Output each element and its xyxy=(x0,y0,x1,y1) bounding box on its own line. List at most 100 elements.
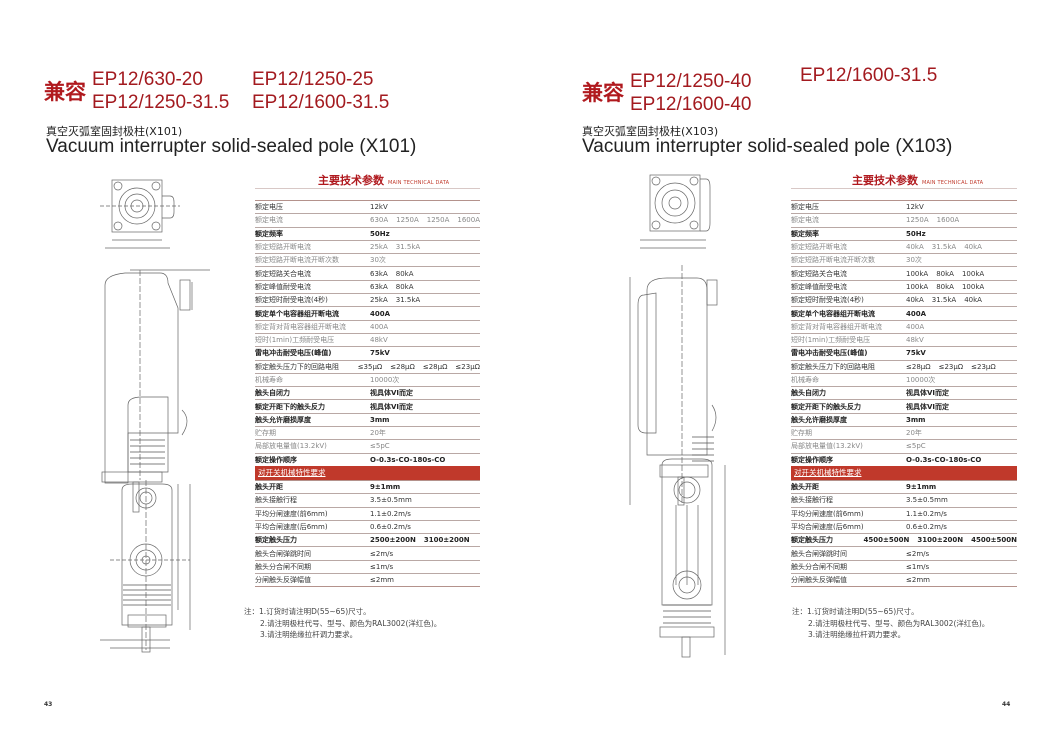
table-row: 触头自闭力视具体VI而定 xyxy=(255,386,480,399)
param-values: ≤28μΩ≤23μΩ≤23μΩ xyxy=(906,363,996,371)
param-value: 40kA xyxy=(906,296,924,305)
param-name: 贮存期 xyxy=(255,429,276,438)
spec-heading-en: MAIN TECHNICAL DATA xyxy=(922,180,984,186)
param-name: 平均分闸速度(前6mm) xyxy=(255,509,328,518)
note-line: 3.请注明绝缘拉杆调力要求。 xyxy=(260,630,358,639)
table-row: 贮存期 20年 xyxy=(255,426,480,439)
param-name: 额定触头压力下的回路电阻 xyxy=(791,362,875,371)
model-list: EP12/1250-40 EP12/1600-31.5 EP12/1600-40 xyxy=(630,65,937,116)
param-values: 视具体VI而定 xyxy=(906,388,949,398)
param-name: 额定频率 xyxy=(791,229,819,238)
param-values: 400A xyxy=(906,323,924,331)
param-value: 40kA xyxy=(964,296,982,305)
param-values: ≤35μΩ≤28μΩ≤28μΩ≤23μΩ xyxy=(358,363,480,371)
section-header: 对开关机械特性要求 xyxy=(255,465,480,480)
param-value: 0.6±0.2m/s xyxy=(370,522,411,531)
param-name: 额定短路开断电流 xyxy=(791,243,847,252)
param-name: 触头合闸弹跳时间 xyxy=(255,549,311,558)
param-value: 1250A xyxy=(906,216,929,225)
param-values: 视具体VI而定 xyxy=(370,402,413,412)
table-row: 分闸触头反弹幅值≤2mm xyxy=(791,573,1017,586)
param-value: 25kA xyxy=(370,243,388,252)
param-value: 4500±500N xyxy=(971,536,1017,545)
note-line: 3.请注明绝缘拉杆调力要求。 xyxy=(808,630,906,639)
param-value: 80kA xyxy=(936,269,954,278)
param-value: 3mm xyxy=(906,415,926,424)
notes: 注：1.订货时请注明D(55~65)尺寸。 2.请注明极柱代号、型号、颜色为RA… xyxy=(244,606,441,641)
table-row: 触头合闸弹跳时间≤2m/s xyxy=(791,546,1017,559)
param-value: 400A xyxy=(370,309,391,318)
param-value: ≤23μΩ xyxy=(455,362,480,371)
title-en: Vacuum interrupter solid-sealed pole (X1… xyxy=(46,136,417,157)
param-value: 3100±200N xyxy=(423,536,470,545)
param-values: 400A xyxy=(906,310,926,318)
table-row: 额定开距下的触头反力 视具体VI而定 xyxy=(255,399,480,412)
param-value: 20年 xyxy=(370,429,386,438)
param-value: 视具体VI而定 xyxy=(370,389,414,398)
table-row: 雷电冲击耐受电压(峰值)75kV xyxy=(255,346,480,359)
param-value: 400A xyxy=(370,322,389,331)
param-value: ≤23μΩ xyxy=(971,362,996,371)
param-values: 9±1mm xyxy=(370,483,400,491)
model-name: EP12/1600-31.5 xyxy=(800,65,938,86)
param-value: 30次 xyxy=(370,256,386,265)
param-values: 3.5±0.5mm xyxy=(370,496,412,504)
param-value: 100kA xyxy=(906,282,929,291)
param-name: 短时(1min)工频耐受电压 xyxy=(255,336,335,345)
model-name: EP12/1600-40 xyxy=(630,94,752,115)
param-name: 触头合闸弹跳时间 xyxy=(791,549,847,558)
model-name: EP12/1250-40 xyxy=(630,71,752,92)
param-value: 20年 xyxy=(906,429,922,438)
model-name: EP12/1250-25 xyxy=(252,69,374,90)
param-value: 31.5kA xyxy=(395,296,421,305)
param-value: 63kA xyxy=(370,282,388,291)
param-value: 10000次 xyxy=(370,376,400,384)
param-name: 触头开距 xyxy=(255,483,283,492)
param-value: O-0.3s-CO-180s-CO xyxy=(906,455,982,464)
page-x103: 兼容 EP12/1250-40 EP12/1600-31.5 EP12/1600… xyxy=(530,0,1060,749)
technical-drawing xyxy=(100,179,210,653)
divider xyxy=(791,586,1017,588)
table-row: 平均分闸速度(前6mm)1.1±0.2m/s xyxy=(791,506,1017,520)
param-value: 80kA xyxy=(936,282,954,291)
param-value: 3.5±0.5mm xyxy=(906,496,948,505)
param-value: 1600A xyxy=(457,216,480,225)
param-values: O-0.3s-CO-180s-CO xyxy=(906,456,981,464)
param-name: 额定短时耐受电流(4秒) xyxy=(791,296,864,305)
model-name: EP12/1600-31.5 xyxy=(252,92,390,113)
param-value: 31.5kA xyxy=(395,243,421,252)
param-name: 额定触头压力下的回路电阻 xyxy=(255,362,339,371)
param-name: 触头允许磨损厚度 xyxy=(255,415,311,424)
param-name: 额定触头压力 xyxy=(791,536,833,545)
spec-heading: 主要技术参数 MAIN TECHNICAL DATA xyxy=(852,172,983,188)
section-header-label: 对开关机械特性要求 xyxy=(258,468,326,478)
table-row: 额定触头压力下的回路电阻 ≤28μΩ≤23μΩ≤23μΩ xyxy=(791,359,1017,373)
param-value: 400A xyxy=(906,322,925,331)
param-name: 额定开距下的触头反力 xyxy=(255,402,325,411)
note-line: 注：1.订货时请注明D(55~65)尺寸。 xyxy=(244,607,371,616)
param-values: 12kV xyxy=(370,203,388,211)
title-cn: 真空灭弧室固封极柱(X103) xyxy=(582,125,719,138)
param-values: ≤2m/s xyxy=(370,550,393,558)
param-value: ≤1m/s xyxy=(906,562,930,571)
param-value: 2500±200N xyxy=(370,536,416,545)
page-x101: 兼容 EP12/630-20 EP12/1250-25 EP12/1250-31… xyxy=(44,69,480,708)
param-value: 3mm xyxy=(370,415,390,424)
param-name: 触头接触行程 xyxy=(791,496,833,505)
section-header: 对开关机械特性要求 xyxy=(791,465,1017,480)
table-row: 局部放电量值(13.2kV)≤5pC xyxy=(791,439,1017,452)
spec-heading: 主要技术参数 MAIN TECHNICAL DATA xyxy=(318,172,449,188)
param-values: 3mm xyxy=(906,416,925,424)
param-name: 分闸触头反弹幅值 xyxy=(255,576,311,585)
